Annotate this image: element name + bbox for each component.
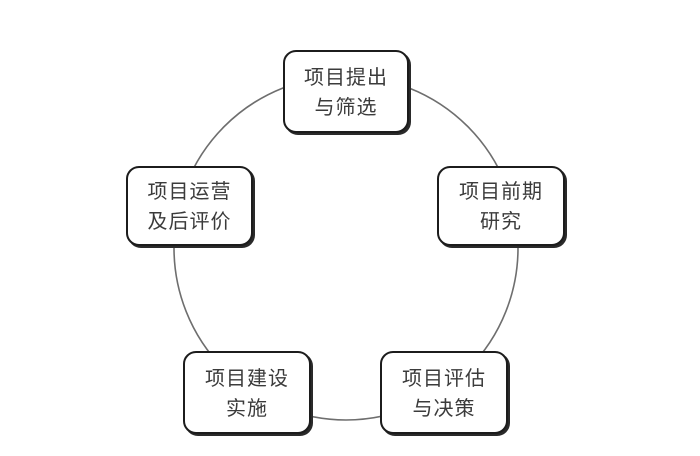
node-project-operation-and-post-evaluation[interactable]: 项目运营 及后评价: [126, 166, 253, 246]
node-label-line1: 项目前期: [459, 179, 543, 203]
node-project-proposal-and-screening[interactable]: 项目提出 与筛选: [283, 50, 409, 133]
node-label-line1: 项目评估: [402, 365, 486, 390]
node-label-line1: 项目提出: [304, 64, 388, 89]
node-label-line2: 研究: [480, 209, 522, 233]
node-label-line1: 项目运营: [147, 179, 232, 203]
node-project-construction-implementation[interactable]: 项目建设 实施: [183, 351, 311, 434]
node-label-line2: 与筛选: [314, 94, 378, 119]
node-project-preliminary-research[interactable]: 项目前期 研究: [437, 166, 565, 246]
node-label-line1: 项目建设: [205, 365, 289, 390]
node-label-line2: 及后评价: [147, 209, 232, 233]
node-label-line2: 与决策: [412, 395, 476, 420]
node-project-evaluation-and-decision[interactable]: 项目评估 与决策: [380, 351, 508, 434]
node-label-line2: 实施: [226, 395, 268, 420]
